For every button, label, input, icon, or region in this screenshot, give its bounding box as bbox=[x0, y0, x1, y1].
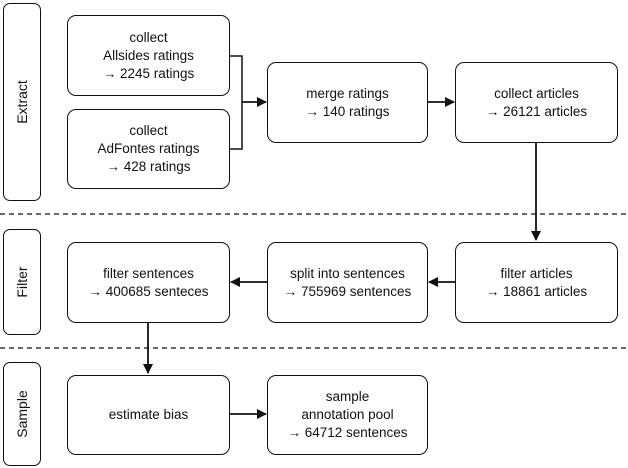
node-split-sentences: split into sentences → 755969 sentences bbox=[267, 242, 428, 323]
node-filter-sentences-line1: filter sentences bbox=[103, 265, 194, 281]
node-filter-articles-line2: → 18861 articles bbox=[485, 283, 588, 299]
node-collect-adfontes-line2: AdFontes ratings bbox=[97, 141, 200, 156]
node-split-sentences-line1: split into sentences bbox=[290, 265, 405, 281]
lane-sample-label: Sample bbox=[14, 390, 30, 438]
node-collect-adfontes-line3: → 428 ratings bbox=[106, 159, 191, 174]
node-merge-ratings-line2: → 140 ratings bbox=[305, 103, 390, 119]
node-merge-ratings: merge ratings → 140 ratings bbox=[267, 62, 428, 143]
lane-filter-label: Filter bbox=[14, 266, 30, 298]
node-collect-articles-line2: → 26121 articles bbox=[485, 103, 588, 119]
node-collect-articles-line1: collect articles bbox=[494, 85, 579, 101]
node-split-sentences-line2: → 755969 sentences bbox=[283, 283, 412, 299]
node-collect-allsides-line1: collect bbox=[129, 29, 168, 45]
lane-extract: Extract bbox=[3, 3, 41, 201]
node-collect-allsides-line2: Allsides ratings bbox=[103, 47, 194, 63]
lane-filter: Filter bbox=[3, 229, 41, 335]
node-sample-annotation-pool-line3: → 64712 sentences bbox=[287, 425, 408, 440]
node-collect-allsides: collect Allsides ratings → 2245 ratings bbox=[67, 15, 230, 96]
node-collect-allsides-line3: → 2245 ratings bbox=[102, 65, 195, 81]
node-sample-annotation-pool: sample annotation pool → 64712 sentences bbox=[267, 375, 428, 455]
node-collect-adfontes-line1: collect bbox=[129, 123, 168, 138]
arrow-ratings-to-merge bbox=[230, 55, 243, 150]
node-estimate-bias: estimate bias bbox=[67, 375, 230, 455]
lane-sample: Sample bbox=[3, 362, 41, 466]
node-filter-articles-line1: filter articles bbox=[500, 265, 573, 281]
node-collect-articles: collect articles → 26121 articles bbox=[455, 62, 618, 143]
lane-extract-label: Extract bbox=[14, 80, 30, 124]
node-filter-articles: filter articles → 18861 articles bbox=[455, 242, 618, 323]
node-merge-ratings-line1: merge ratings bbox=[306, 85, 389, 101]
node-collect-adfontes: collect AdFontes ratings → 428 ratings bbox=[67, 109, 230, 189]
node-filter-sentences: filter sentences → 400685 senteces bbox=[67, 242, 230, 323]
node-estimate-bias-line1: estimate bias bbox=[108, 407, 189, 422]
node-filter-sentences-line2: → 400685 senteces bbox=[88, 283, 209, 299]
node-sample-annotation-pool-line1: sample bbox=[325, 389, 370, 404]
node-sample-annotation-pool-line2: annotation pool bbox=[301, 407, 394, 422]
